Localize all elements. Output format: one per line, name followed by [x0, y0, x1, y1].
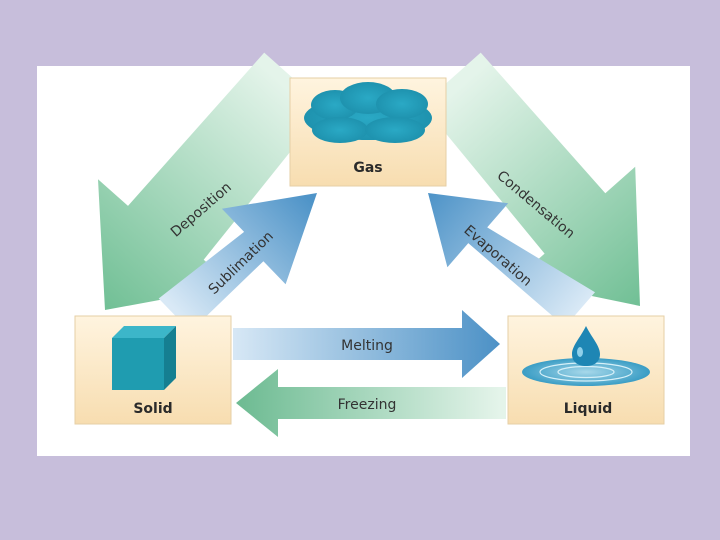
solid-box: Solid — [74, 315, 232, 425]
melting-label: Melting — [341, 338, 393, 354]
gas-label: Gas — [353, 160, 382, 176]
cube-icon — [112, 326, 176, 390]
deposition-arrow — [98, 52, 326, 310]
freezing-label: Freezing — [338, 397, 397, 413]
sublimation-arrow — [158, 193, 317, 332]
melting-arrow — [233, 310, 500, 378]
cloud-icon — [304, 82, 432, 143]
liquid-label: Liquid — [564, 401, 613, 417]
solid-label: Solid — [133, 401, 172, 417]
freezing-arrow — [236, 369, 506, 437]
gas-box: Gas — [289, 77, 447, 187]
condensation-arrow — [422, 52, 640, 306]
water-drop-icon — [522, 326, 650, 386]
liquid-box: Liquid — [507, 315, 665, 425]
evaporation-arrow — [428, 193, 595, 327]
